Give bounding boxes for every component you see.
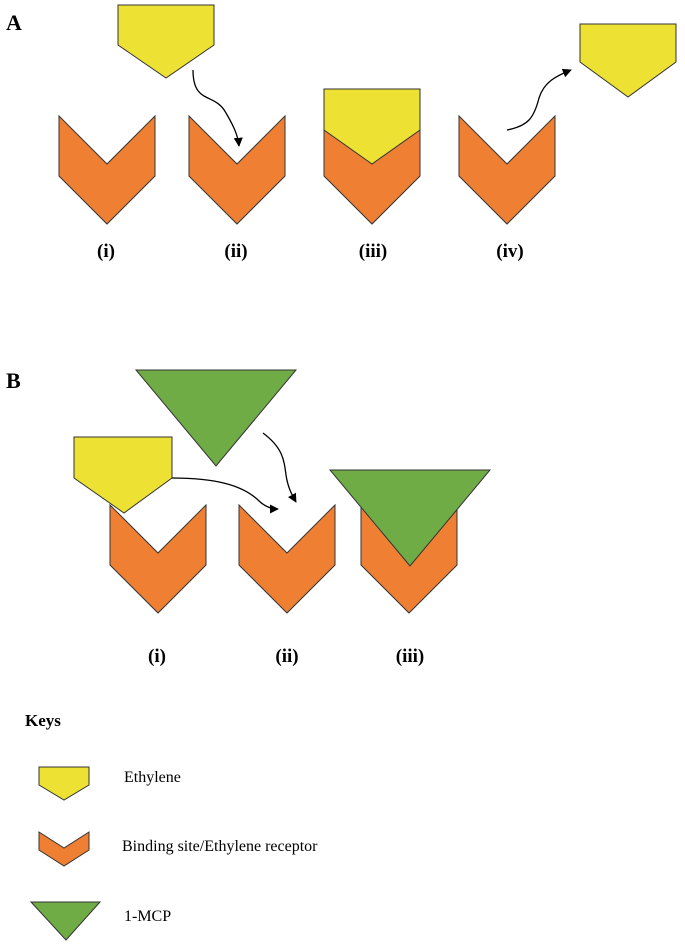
step-label-b-ii: (ii) bbox=[275, 646, 298, 667]
key-label-ethylene: Ethylene bbox=[124, 769, 181, 786]
ethylene-a-top bbox=[117, 4, 215, 79]
panel-a-letter: A bbox=[6, 10, 22, 35]
mcp-b-iii-bound bbox=[328, 469, 492, 567]
arrow-a-binding bbox=[192, 69, 243, 147]
keys-title: Keys bbox=[25, 711, 61, 730]
panel-b-letter: B bbox=[6, 368, 21, 393]
arrow-b-mcp bbox=[262, 432, 297, 503]
step-label-a-iii: (iii) bbox=[359, 241, 388, 262]
mcp-triangle-icon bbox=[29, 901, 102, 941]
ethylene-a-iii-bound bbox=[323, 88, 421, 165]
step-label-b-i: (i) bbox=[148, 646, 166, 667]
step-label-a-iv: (iv) bbox=[496, 241, 523, 262]
arrow-a-release bbox=[506, 68, 572, 131]
receptor-b-i bbox=[109, 503, 207, 614]
ethylene-pentagon-icon bbox=[38, 766, 90, 801]
mcp-b-top bbox=[134, 369, 298, 467]
key-label-mcp: 1-MCP bbox=[124, 908, 171, 925]
receptor-a-ii bbox=[188, 114, 286, 225]
receptor-chevron-icon bbox=[38, 831, 90, 867]
step-label-b-iii: (iii) bbox=[396, 646, 425, 667]
ethylene-a-iv-released bbox=[579, 23, 677, 98]
ethylene-b bbox=[73, 436, 173, 514]
key-label-receptor: Binding site/Ethylene receptor bbox=[122, 838, 318, 855]
step-label-a-ii: (ii) bbox=[224, 241, 247, 262]
receptor-b-ii bbox=[238, 503, 336, 614]
receptor-a-i bbox=[58, 114, 156, 225]
step-label-a-i: (i) bbox=[97, 241, 115, 262]
receptor-a-iv bbox=[458, 114, 556, 225]
arrow-b-ethylene bbox=[171, 477, 279, 514]
